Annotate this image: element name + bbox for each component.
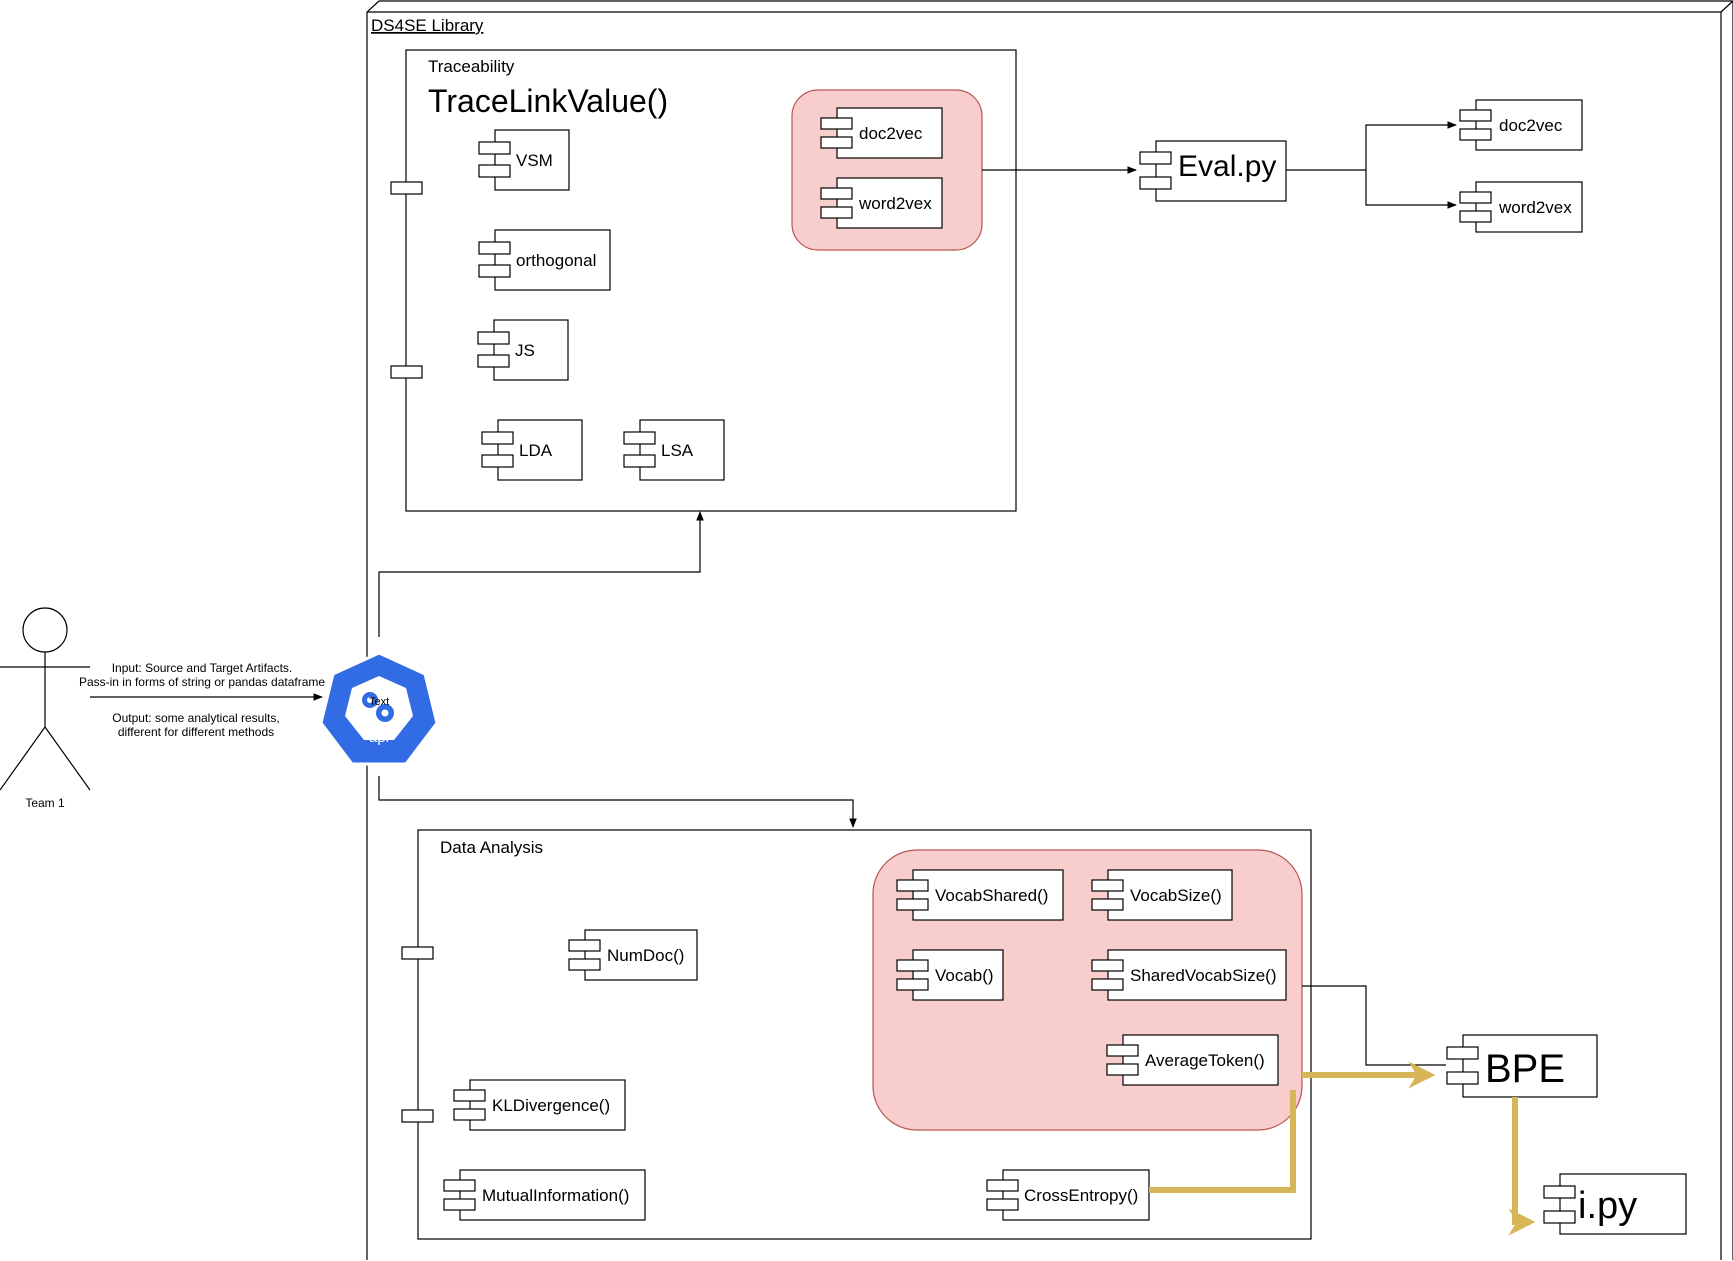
component-label: i.py bbox=[1578, 1185, 1637, 1227]
component-label: SharedVocabSize() bbox=[1130, 966, 1276, 985]
component-lda: LDA bbox=[481, 419, 583, 481]
component-label: orthogonal bbox=[516, 251, 596, 270]
component-numdoc: NumDoc() bbox=[568, 929, 698, 981]
component-vocabshared: VocabShared() bbox=[896, 869, 1064, 921]
component-vocab: Vocab() bbox=[896, 949, 1004, 1001]
component-label: LDA bbox=[519, 441, 553, 460]
component-kldivergence: KLDivergence() bbox=[453, 1079, 626, 1131]
actor-io-labels: Input: Source and Target Artifacts. Pass… bbox=[79, 661, 325, 739]
component-eval: Eval.py bbox=[1139, 140, 1287, 202]
input-label-line2: Pass-in in forms of string or pandas dat… bbox=[79, 675, 325, 689]
component-eval-word2vex: word2vex bbox=[1459, 181, 1583, 233]
component-label: AverageToken() bbox=[1145, 1051, 1265, 1070]
component-label: MutualInformation() bbox=[482, 1186, 629, 1205]
library-frame: DS4SE Library bbox=[366, 0, 1733, 1260]
actor-team-1: Team 1 bbox=[0, 607, 91, 810]
api-overlay-text: Text bbox=[369, 696, 389, 708]
gear-icon bbox=[362, 692, 394, 722]
edge-gold-bpe-to-ipy bbox=[1508, 1097, 1536, 1236]
component-sharedvocabsize: SharedVocabSize() bbox=[1091, 949, 1287, 1001]
component-label: word2vex bbox=[858, 194, 932, 213]
component-averagetoken: AverageToken() bbox=[1106, 1034, 1279, 1086]
component-label: NumDoc() bbox=[607, 946, 684, 965]
component-word2vex: word2vex bbox=[820, 177, 943, 229]
component-lsa: LSA bbox=[623, 419, 725, 481]
edge-eval-to-word2vex bbox=[1365, 170, 1457, 209]
component-label: word2vex bbox=[1498, 198, 1572, 217]
component-label: VSM bbox=[516, 151, 553, 170]
connectors bbox=[90, 121, 1536, 1236]
component-label: Vocab() bbox=[935, 966, 994, 985]
actor-name: Team 1 bbox=[25, 796, 65, 810]
component-crossentropy: CrossEntropy() bbox=[986, 1169, 1150, 1221]
edge-api-to-traceability bbox=[378, 511, 704, 637]
edge-gold-crossentropy bbox=[1149, 1090, 1296, 1193]
component-label: BPE bbox=[1485, 1047, 1565, 1091]
component-vsm: VSM bbox=[478, 129, 570, 191]
component-label: Eval.py bbox=[1178, 150, 1276, 183]
data-analysis-title: Data Analysis bbox=[440, 838, 543, 857]
output-label-line2: different for different methods bbox=[118, 725, 274, 739]
edge-vocab-to-bpe bbox=[1302, 985, 1446, 1066]
component-label: CrossEntropy() bbox=[1024, 1186, 1138, 1205]
component-label: JS bbox=[515, 341, 535, 360]
edge-api-to-data-analysis bbox=[378, 776, 857, 828]
traceability-title: Traceability bbox=[428, 57, 515, 76]
api-icon: Text api bbox=[319, 651, 439, 766]
component-label: VocabSize() bbox=[1130, 886, 1222, 905]
component-bpe: BPE bbox=[1446, 1034, 1598, 1098]
library-title: DS4SE Library bbox=[371, 16, 484, 35]
input-label-line1: Input: Source and Target Artifacts. bbox=[112, 661, 293, 675]
component-label: LSA bbox=[661, 441, 694, 460]
component-label: VocabShared() bbox=[935, 886, 1048, 905]
output-label-line1: Output: some analytical results, bbox=[112, 711, 279, 725]
tracelinkvalue-heading: TraceLinkValue() bbox=[428, 83, 668, 119]
api-label: api bbox=[369, 729, 389, 746]
component-ipy: i.py bbox=[1543, 1173, 1687, 1235]
component-eval-doc2vec: doc2vec bbox=[1459, 99, 1583, 151]
component-label: KLDivergence() bbox=[492, 1096, 610, 1115]
actor-head bbox=[22, 607, 68, 653]
component-label: doc2vec bbox=[1499, 116, 1563, 135]
component-mutualinformation: MutualInformation() bbox=[443, 1169, 646, 1221]
edge-eval-to-doc2vec bbox=[1286, 121, 1457, 171]
component-js: JS bbox=[477, 319, 569, 381]
component-doc2vec: doc2vec bbox=[820, 107, 943, 159]
component-orthogonal: orthogonal bbox=[478, 229, 611, 291]
component-label: doc2vec bbox=[859, 124, 923, 143]
component-vocabsize: VocabSize() bbox=[1091, 869, 1233, 921]
